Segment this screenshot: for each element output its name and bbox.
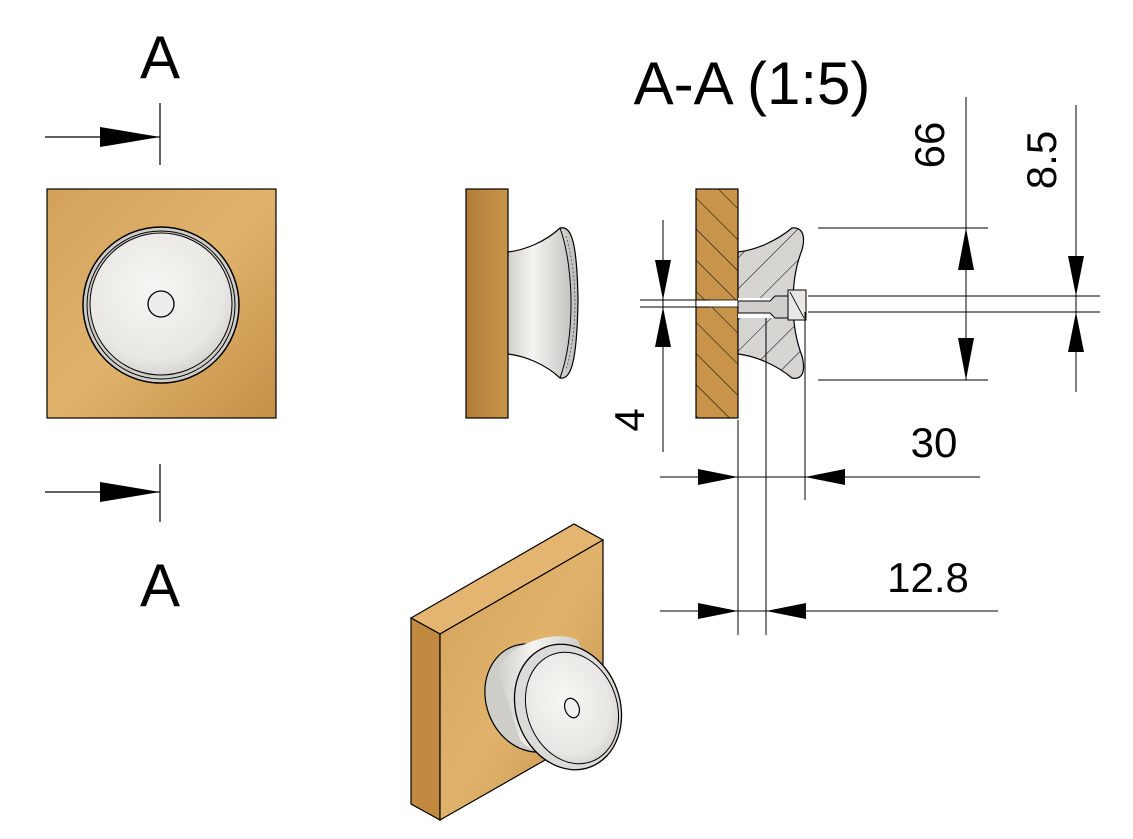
iso-screw-hole (563, 697, 581, 719)
screw-hole-front (147, 290, 175, 318)
dimension-arrows (655, 228, 1084, 619)
dim-length-label: 30 (911, 419, 958, 466)
section-indicator-bottom (45, 464, 161, 522)
section-indicator-top (45, 103, 161, 165)
iso-plate-side (410, 616, 441, 822)
dim-depth-label: 8.5 (1018, 131, 1065, 189)
front-view (46, 188, 277, 419)
knob-rim-inner (86, 230, 236, 380)
wood-plate-side (465, 188, 509, 419)
dim-hole-label: 4 (606, 408, 653, 431)
section-label-top: A (140, 24, 180, 91)
dim-offset-label: 12.8 (887, 554, 969, 601)
section-title: A-A (1:5) (634, 50, 871, 117)
isometric-view (409, 523, 623, 822)
section-view (695, 188, 808, 419)
side-view (465, 188, 579, 419)
section-label-bottom: A (140, 552, 180, 619)
knob-side (507, 227, 579, 379)
dim-diameter-label: 66 (906, 122, 953, 169)
